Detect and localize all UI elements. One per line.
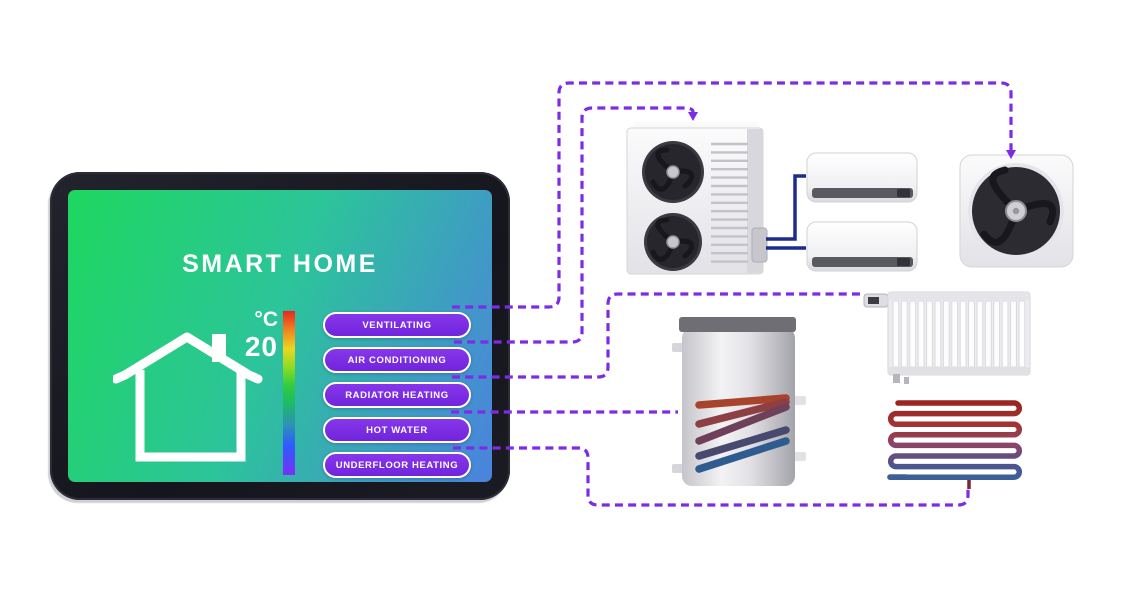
underfloor-heating-button[interactable]: UNDERFLOOR HEATING	[323, 452, 471, 478]
hot-water-tank-icon	[672, 317, 806, 486]
temperature-unit: °C	[254, 308, 278, 331]
air-conditioning-button[interactable]: AIR CONDITIONING	[323, 347, 471, 373]
arrowhead-icon	[1006, 150, 1016, 159]
ventilation-fan-icon	[959, 154, 1074, 268]
ventilating-connector-line	[452, 81, 1013, 309]
radiator-heating-button[interactable]: RADIATOR HEATING	[323, 382, 471, 408]
temperature-scale-icon	[283, 311, 295, 475]
tablet-device: SMART HOME °C 20 VENTILATING AIR CONDITI…	[50, 172, 510, 500]
refrigerant-pipe	[766, 174, 806, 241]
page-title: SMART HOME	[182, 250, 378, 278]
ventilating-button[interactable]: VENTILATING	[323, 312, 471, 338]
underfloor-heating-coil-icon	[887, 400, 1022, 489]
outdoor-heat-pump-icon	[626, 122, 768, 275]
tablet-screen: SMART HOME °C 20 VENTILATING AIR CONDITI…	[68, 190, 492, 482]
control-buttons: VENTILATING AIR CONDITIONING RADIATOR HE…	[323, 312, 471, 478]
temperature-value: 20	[244, 331, 278, 362]
underfloor-connector-line	[453, 446, 970, 507]
radiator-connector-line	[452, 292, 862, 379]
hot-water-button[interactable]: HOT WATER	[323, 417, 471, 443]
radiator-icon	[863, 291, 1031, 384]
indoor-ac-unit-icon	[806, 152, 918, 203]
house-icon	[113, 332, 263, 462]
indoor-ac-unit-icon	[806, 221, 918, 272]
arrowhead-icon	[688, 112, 698, 121]
temperature-readout: °C 20	[216, 309, 278, 361]
